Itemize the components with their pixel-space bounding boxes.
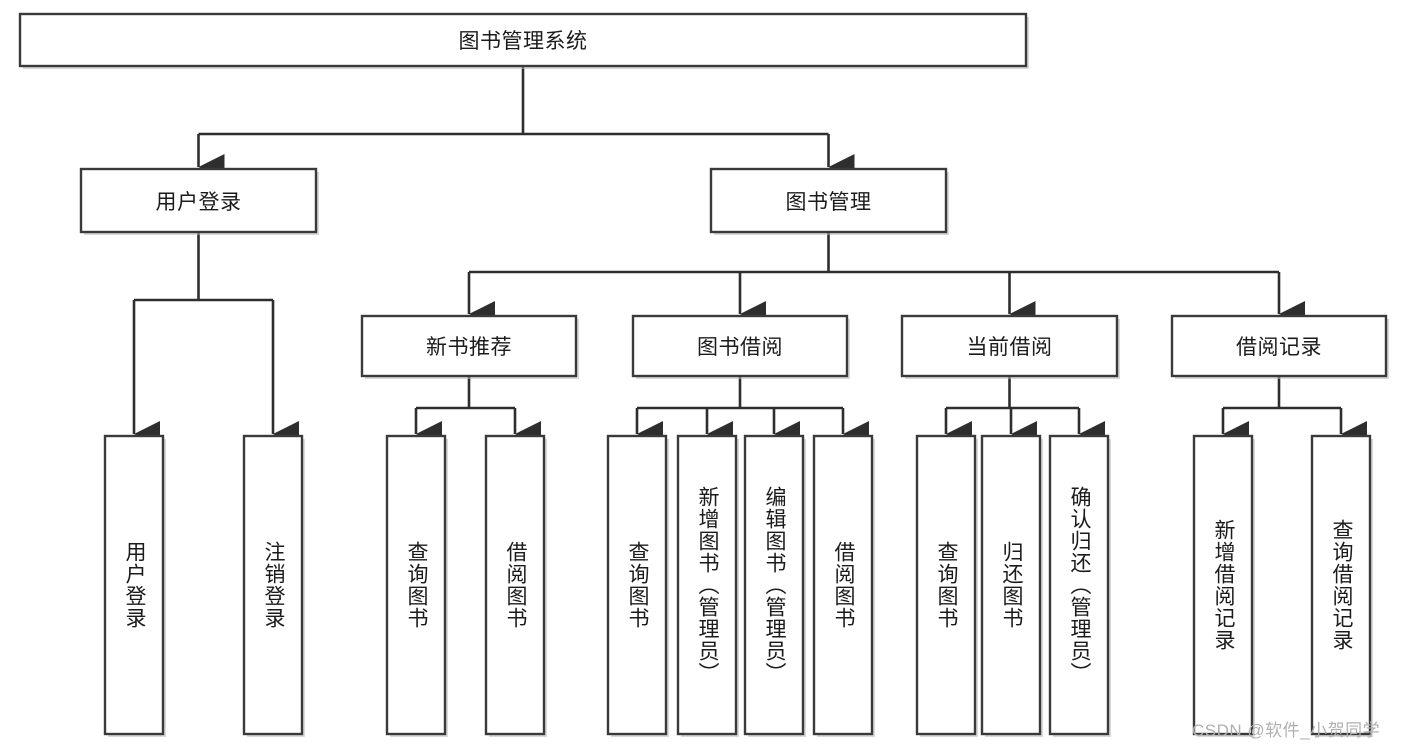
node-box-borrow-record[interactable] <box>1170 314 1388 378</box>
node-box-user-login[interactable] <box>79 167 318 234</box>
node-box-leaf-user-login[interactable] <box>103 434 165 736</box>
node-box-leaf-borrow-edit[interactable] <box>743 434 805 736</box>
node-box-new-book-recommend[interactable] <box>360 314 578 378</box>
node-box-leaf-current-return[interactable] <box>980 434 1042 736</box>
node-box-leaf-borrow-lend[interactable] <box>812 434 874 736</box>
watermark-text: CSDN @软件_小贺同学 <box>1192 721 1381 740</box>
node-box-leaf-borrow-query[interactable] <box>606 434 668 736</box>
node-box-leaf-recommend-query[interactable] <box>385 434 447 736</box>
node-box-book-borrow[interactable] <box>631 314 849 378</box>
node-box-leaf-current-query[interactable] <box>915 434 977 736</box>
node-box-book-manage[interactable] <box>709 167 948 234</box>
connector-lines <box>132 66 1367 447</box>
node-boxes <box>18 12 1389 737</box>
node-box-leaf-record-query[interactable] <box>1310 434 1372 736</box>
node-box-leaf-record-add[interactable] <box>1192 434 1254 736</box>
node-box-leaf-recommend-borrow[interactable] <box>484 434 546 736</box>
node-box-root[interactable] <box>18 12 1028 68</box>
node-box-current-borrow[interactable] <box>900 314 1119 378</box>
node-box-leaf-current-confirm[interactable] <box>1048 434 1110 736</box>
node-box-leaf-borrow-add[interactable] <box>676 434 738 736</box>
node-box-leaf-user-logout[interactable] <box>242 434 304 736</box>
